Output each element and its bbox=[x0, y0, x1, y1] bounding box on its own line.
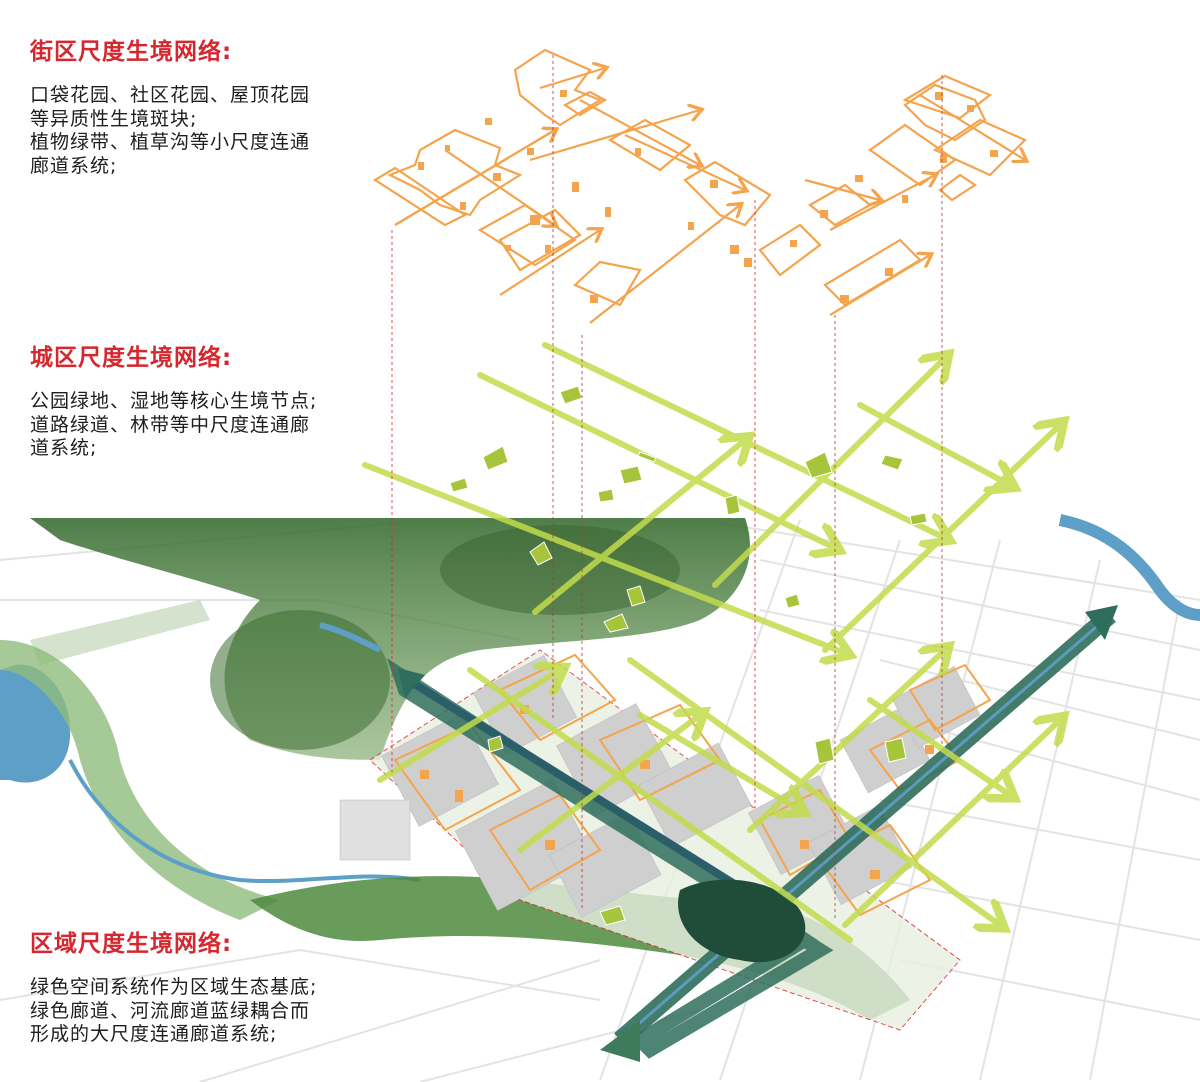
region-scale-title: 区域尺度生境网络: bbox=[30, 931, 233, 957]
street-scale-legend: 街区尺度生境网络: 口袋花园、社区花园、屋顶花园 等异质性生境斑块; 植物绿带、… bbox=[30, 38, 390, 178]
river-west bbox=[68, 759, 421, 884]
street-scale-line: 植物绿带、植草沟等小尺度连通 bbox=[30, 131, 311, 153]
arrow-nw bbox=[398, 668, 425, 698]
street-scale-network bbox=[372, 48, 1025, 324]
region-scale-line: 绿色廊道、河流廊道蓝绿耦合而 bbox=[30, 999, 311, 1022]
city-scale-line: 公园绿地、湿地等核心生境节点; bbox=[30, 390, 318, 412]
region-base-map bbox=[0, 514, 1200, 1082]
city-scale-line: 道系统; bbox=[30, 437, 98, 459]
city-scale-network bbox=[362, 342, 1060, 943]
street-scale-line: 等异质性生境斑块; bbox=[30, 107, 198, 130]
mountain-forest bbox=[30, 518, 750, 760]
street-scale-title: 街区尺度生境网络: bbox=[30, 39, 233, 65]
arrow-ne bbox=[1085, 605, 1118, 640]
wetland-node bbox=[678, 879, 806, 963]
city-scale-legend: 城区尺度生境网络: 公园绿地、湿地等核心生境节点; 道路绿道、林带等中尺度连通廊… bbox=[30, 344, 390, 461]
region-scale-line: 形成的大尺度连通廊道系统; bbox=[30, 1023, 278, 1045]
city-core-patches bbox=[449, 385, 928, 926]
city-scale-title: 城区尺度生境网络: bbox=[30, 345, 233, 371]
street-scale-line: 廊道系统; bbox=[30, 154, 118, 177]
projection-guides bbox=[391, 55, 943, 918]
river-east bbox=[1058, 514, 1200, 621]
street-patches bbox=[418, 90, 998, 303]
street-scale-line: 口袋花园、社区花园、屋顶花园 bbox=[30, 84, 311, 106]
region-scale-line: 绿色空间系统作为区域生态基底; bbox=[30, 976, 318, 998]
region-scale-legend: 区域尺度生境网络: 绿色空间系统作为区域生态基底; 绿色廊道、河流廊道蓝绿耦合而… bbox=[30, 930, 390, 1047]
city-scale-line: 道路绿道、林带等中尺度连通廊 bbox=[30, 413, 311, 436]
arrow-sw bbox=[600, 1020, 640, 1062]
